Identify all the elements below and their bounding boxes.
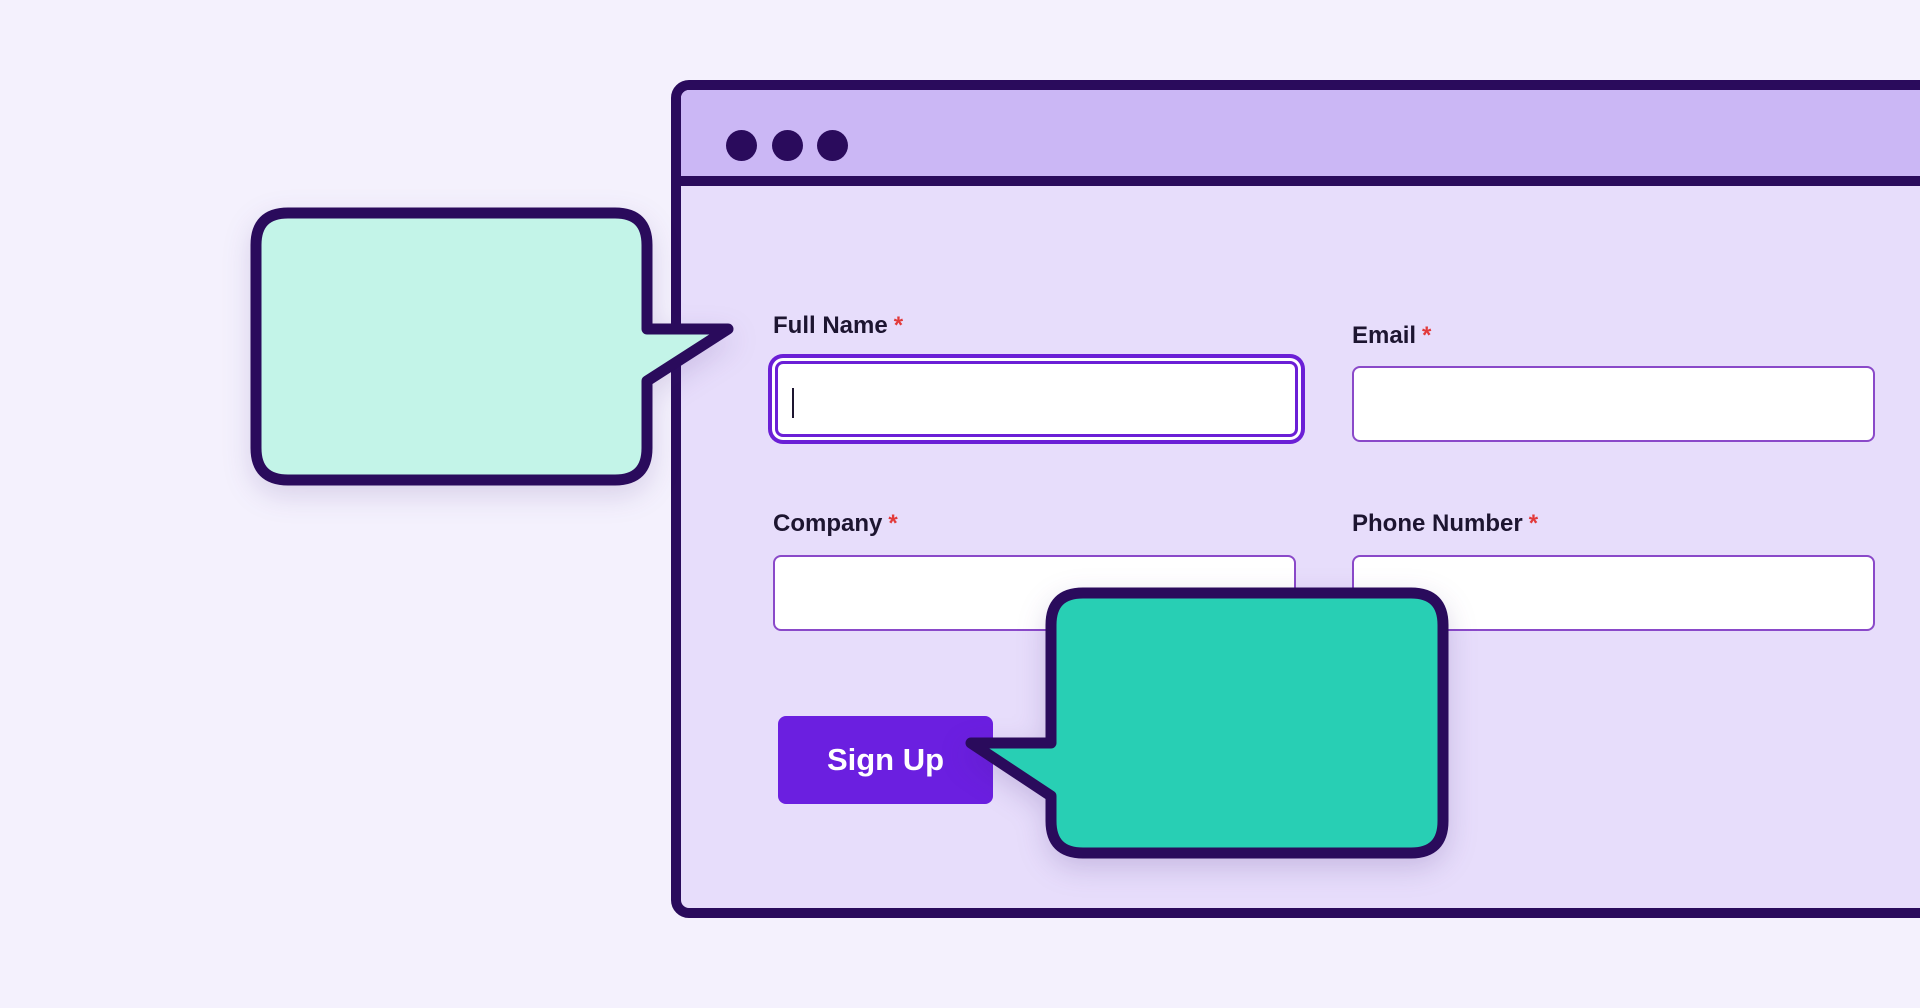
browser-titlebar xyxy=(681,90,1920,186)
email-label-text: Email xyxy=(1352,322,1417,349)
full-name-label: Full Name* xyxy=(773,312,903,340)
sign-up-button[interactable]: Sign Up xyxy=(778,716,993,804)
window-control-dot-icon[interactable] xyxy=(772,130,803,161)
required-mark: * xyxy=(1422,322,1432,349)
company-label-text: Company xyxy=(773,510,883,537)
company-label: Company* xyxy=(773,510,898,538)
required-mark: * xyxy=(1528,510,1539,537)
required-mark: * xyxy=(888,510,898,537)
required-mark: * xyxy=(893,312,904,339)
text-caret xyxy=(792,388,794,418)
phone-number-label-text: Phone Number xyxy=(1352,510,1523,537)
phone-number-label: Phone Number* xyxy=(1352,510,1538,538)
email-input[interactable] xyxy=(1352,366,1875,442)
window-control-dot-icon[interactable] xyxy=(726,130,757,161)
email-label: Email* xyxy=(1352,322,1431,350)
full-name-input[interactable] xyxy=(775,361,1298,437)
window-control-dot-icon[interactable] xyxy=(817,130,848,161)
full-name-label-text: Full Name xyxy=(773,312,888,339)
